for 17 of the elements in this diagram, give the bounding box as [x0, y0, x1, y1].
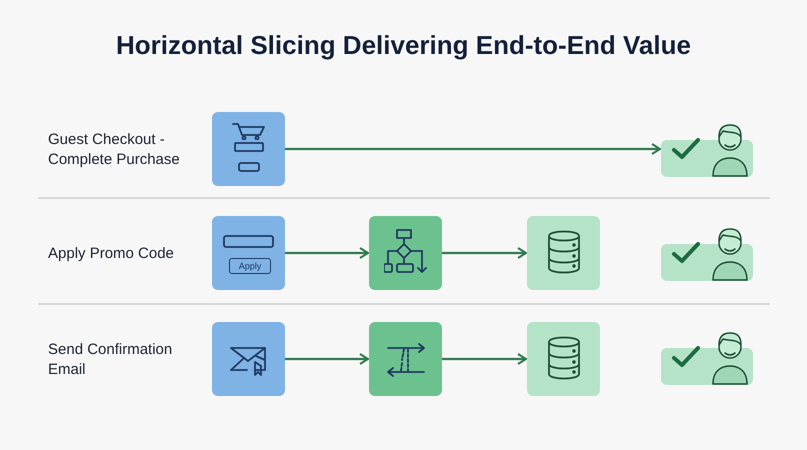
row-label: Apply Promo Code: [48, 244, 175, 264]
step-card: [369, 322, 442, 396]
row-label: Guest Checkout - Complete Purchase: [48, 130, 181, 170]
arrow: [285, 143, 661, 155]
row-label: Send Confirmation Email: [48, 340, 174, 380]
diagram-title: Horizontal Slicing Delivering End-to-End Value: [115, 30, 692, 61]
step-card: [212, 216, 285, 290]
button-label: Apply: [229, 258, 271, 274]
arrow: [285, 247, 369, 259]
step-card: [527, 322, 600, 396]
step-card: [369, 216, 442, 290]
arrow: [442, 353, 527, 365]
arrow: [442, 247, 527, 259]
step-card: [212, 322, 285, 396]
step-card: [212, 112, 285, 186]
step-card: [527, 216, 600, 290]
arrow: [285, 353, 369, 365]
